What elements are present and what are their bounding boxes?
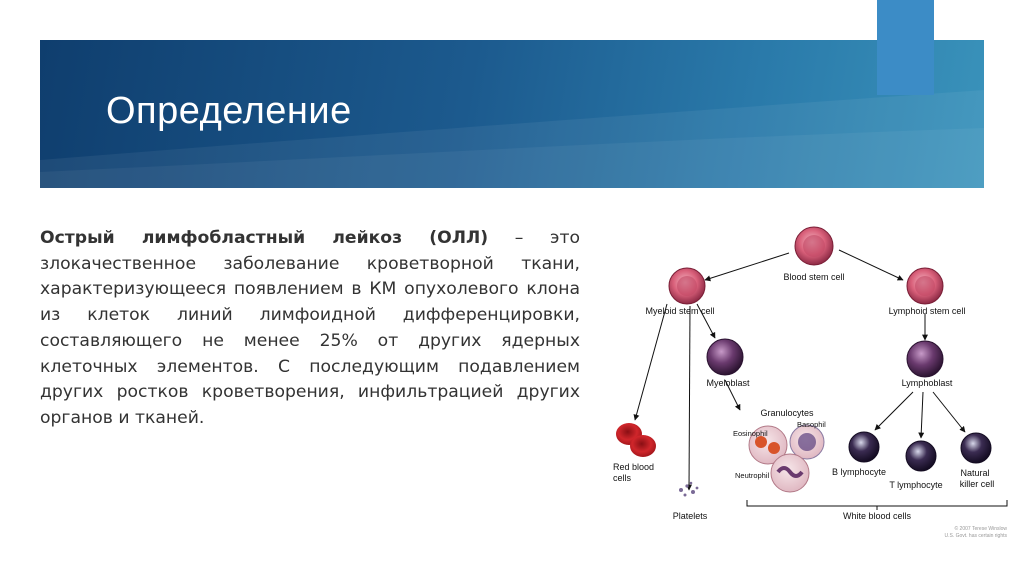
t-lymphocyte-label: T lymphocyte bbox=[889, 480, 942, 490]
b-lymphocyte-label: B lymphocyte bbox=[832, 467, 886, 477]
natural-killer-label-2: killer cell bbox=[960, 479, 995, 489]
neutrophil-label: Neutrophil bbox=[735, 471, 770, 480]
red-blood-cells bbox=[616, 423, 656, 457]
myeloid-stem-cell bbox=[668, 267, 706, 305]
basophil-cell bbox=[789, 424, 825, 460]
diagram-arrows bbox=[633, 249, 966, 491]
myeloblast-cell bbox=[706, 338, 744, 376]
banner-wave-decoration bbox=[40, 90, 984, 188]
natural-killer-label-1: Natural bbox=[960, 468, 989, 478]
white-blood-cells-label: White blood cells bbox=[843, 511, 912, 521]
lymphoid-stem-cell-label: Lymphoid stem cell bbox=[889, 306, 966, 316]
neutrophil-cell bbox=[770, 453, 810, 493]
definition-term: Острый лимфобластный лейкоз (ОЛЛ) bbox=[40, 228, 489, 248]
title-banner bbox=[40, 40, 984, 188]
white-blood-cells-bracket bbox=[746, 500, 1008, 510]
slide-title: Определение bbox=[106, 90, 352, 132]
natural-killer-cell bbox=[960, 432, 992, 464]
platelets-cluster bbox=[679, 481, 699, 497]
blood-stem-cell bbox=[794, 226, 834, 266]
myeloid-stem-cell-label: Myeloid stem cell bbox=[645, 306, 714, 316]
red-blood-cells-label-2: cells bbox=[613, 473, 632, 483]
hematopoiesis-diagram: Blood stem cell Myeloid stem cell Lympho… bbox=[613, 226, 1008, 539]
granulocytes-label: Granulocytes bbox=[760, 408, 814, 418]
blood-stem-cell-label: Blood stem cell bbox=[783, 272, 844, 282]
definition-text: – это злокачественное заболевание кровет… bbox=[40, 228, 581, 428]
basophil-label: Basophil bbox=[797, 420, 826, 429]
accent-tab bbox=[877, 0, 934, 95]
b-lymphocyte-cell bbox=[848, 431, 880, 463]
myeloblast-label: Myeloblast bbox=[706, 378, 750, 388]
eosinophil-cell bbox=[748, 425, 788, 465]
definition-paragraph: Острый лимфобластный лейкоз (ОЛЛ) – это … bbox=[40, 226, 580, 432]
red-blood-cells-label-1: Red blood bbox=[613, 462, 654, 472]
platelets-label: Platelets bbox=[673, 511, 708, 521]
copyright-line-2: U.S. Govt. has certain rights bbox=[944, 533, 1007, 539]
eosinophil-label: Eosinophil bbox=[733, 429, 768, 438]
lymphoid-stem-cell bbox=[906, 267, 944, 305]
lymphoblast-cell bbox=[906, 340, 944, 378]
t-lymphocyte-cell bbox=[905, 440, 937, 472]
lymphoblast-label: Lymphoblast bbox=[902, 378, 953, 388]
copyright-line-1: © 2007 Terese Winslow bbox=[954, 525, 1007, 532]
